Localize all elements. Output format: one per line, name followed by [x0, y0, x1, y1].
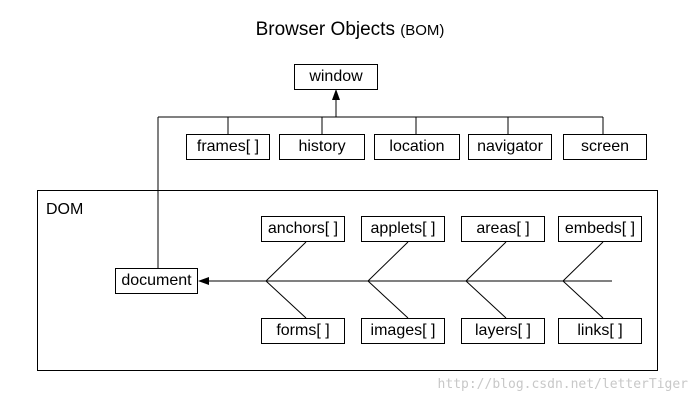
- node-location: location: [374, 134, 460, 160]
- node-frames: frames[ ]: [186, 134, 270, 160]
- node-history: history: [279, 134, 365, 160]
- title-main: Browser Objects: [255, 19, 395, 40]
- dom-frame: [37, 190, 658, 371]
- title-abbr: (BOM): [400, 22, 445, 39]
- node-anchors: anchors[ ]: [261, 216, 345, 242]
- node-forms: forms[ ]: [261, 318, 345, 344]
- arrowhead-up-icon: [332, 89, 340, 100]
- node-applets: applets[ ]: [361, 216, 445, 242]
- node-document: document: [115, 268, 198, 294]
- dom-label: DOM: [46, 201, 84, 218]
- diagram-title: Browser Objects (BOM): [0, 19, 700, 41]
- node-areas: areas[ ]: [461, 216, 545, 242]
- node-links: links[ ]: [558, 318, 642, 344]
- node-window: window: [294, 64, 378, 90]
- node-images: images[ ]: [361, 318, 445, 344]
- watermark: http://blog.csdn.net/letterTiger: [437, 377, 688, 392]
- node-embeds: embeds[ ]: [558, 216, 642, 242]
- node-layers: layers[ ]: [461, 318, 545, 344]
- node-screen: screen: [563, 134, 647, 160]
- arrowhead-left-icon: [198, 277, 209, 285]
- node-navigator: navigator: [468, 134, 552, 160]
